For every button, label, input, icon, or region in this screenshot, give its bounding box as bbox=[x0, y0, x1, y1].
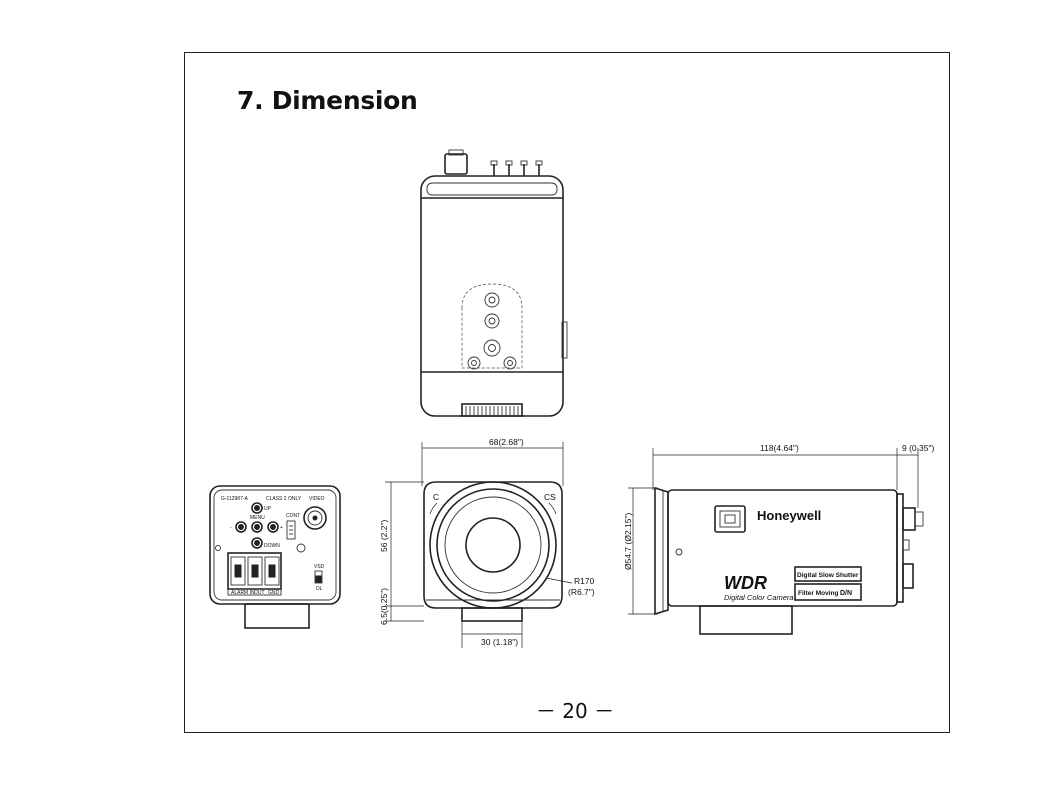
side-diameter-dimension: Ø54.7 (Ø2.15") bbox=[623, 512, 633, 570]
front-cs-label: CS bbox=[544, 492, 556, 502]
rear-down-label: DOWN bbox=[264, 543, 280, 549]
rear-cont-label: CONT bbox=[286, 513, 300, 519]
rear-menu-buttons bbox=[235, 502, 279, 549]
section-title: 7. Dimension bbox=[237, 86, 418, 115]
rear-minus-label: - bbox=[230, 525, 232, 531]
tripod-holes bbox=[467, 292, 517, 370]
rear-menu-label: MENU bbox=[250, 515, 265, 521]
front-radius-dimension: R170 bbox=[574, 576, 595, 586]
front-c-label: C bbox=[433, 492, 439, 502]
side-brand-name: Honeywell bbox=[757, 508, 821, 523]
front-radius-imperial: (R6.7") bbox=[568, 587, 595, 597]
page-number: － 20 － bbox=[535, 699, 615, 723]
side-length-dimension: 118(4.64") bbox=[760, 443, 799, 453]
side-wdr-logo: WDR bbox=[724, 573, 767, 593]
rear-video-label: VIDEO bbox=[309, 496, 325, 502]
top-connectors bbox=[444, 149, 543, 176]
front-base-dimension: 6.5(0.25") bbox=[379, 588, 389, 625]
rear-plus-label: + bbox=[280, 525, 283, 531]
side-badge-dn: D/N bbox=[840, 590, 852, 597]
front-mount-dimension: 30 (1.18") bbox=[481, 637, 518, 647]
rear-vsd-label: VSD bbox=[314, 564, 325, 570]
rear-up-label: UP bbox=[264, 506, 272, 512]
side-camera-type: Digital Color Camera bbox=[724, 593, 794, 602]
rear-terminal-label-1: ALARM IN bbox=[231, 590, 255, 596]
rear-terminal-block bbox=[227, 552, 282, 596]
rear-part-number: G-112987-A bbox=[221, 496, 249, 502]
side-badge-filter: Filter Moving bbox=[798, 590, 838, 597]
rear-class-label: CLASS 2 ONLY bbox=[266, 496, 302, 502]
page-frame bbox=[184, 52, 950, 733]
front-height-dimension: 56 (2.2") bbox=[379, 520, 389, 552]
rear-dl-label: DL bbox=[316, 586, 323, 592]
side-badge-shutter: Digital Slow Shutter bbox=[797, 572, 859, 579]
front-width-dimension: 68(2.68") bbox=[489, 437, 524, 447]
side-connector-dimension: 9 (0.35") bbox=[902, 443, 934, 453]
rear-terminal-label-3: GND bbox=[268, 590, 280, 596]
rear-terminal-label-2: OUT bbox=[254, 590, 265, 596]
